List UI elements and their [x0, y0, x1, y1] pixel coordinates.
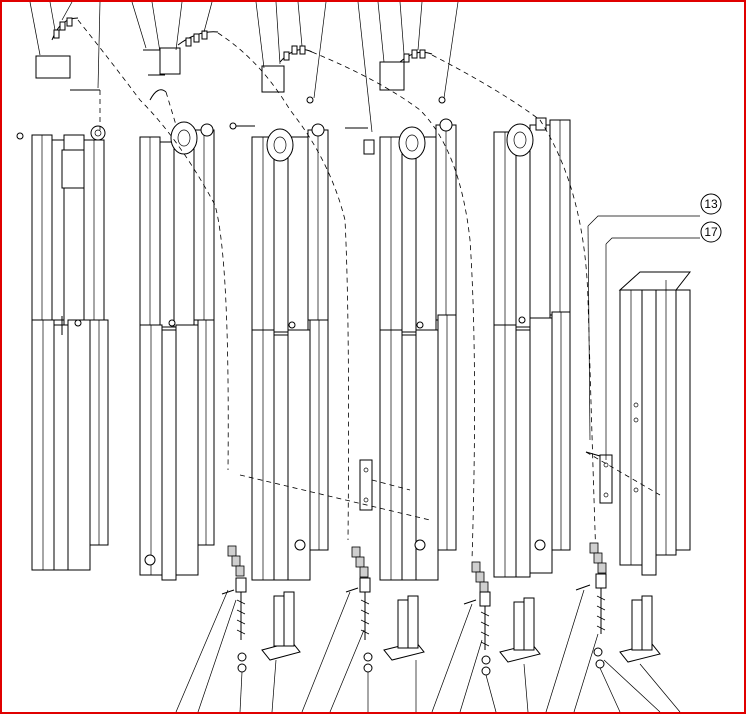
- column-assembly-4: [345, 49, 457, 581]
- bottom-hardware-1: [221, 545, 301, 673]
- callout-13: 13: [587, 193, 722, 441]
- column-assembly-1: [16, 17, 109, 571]
- bottom-hardware-4: [575, 542, 661, 669]
- callout-13-label: 13: [704, 197, 718, 211]
- bottom-hardware-2: [345, 546, 425, 673]
- column-assembly-2: [139, 30, 219, 581]
- column-assembly-5: [493, 117, 571, 578]
- callout-17-label: 17: [704, 225, 718, 239]
- cable-paths: [77, 19, 661, 561]
- leader-lines-top: [29, 1, 459, 133]
- callout-17: 17: [605, 221, 722, 460]
- column-assembly-6: [585, 271, 692, 576]
- leader-lines-bottom: [175, 589, 681, 713]
- column-assembly-3: [229, 45, 329, 581]
- bottom-hardware-3: [463, 561, 541, 676]
